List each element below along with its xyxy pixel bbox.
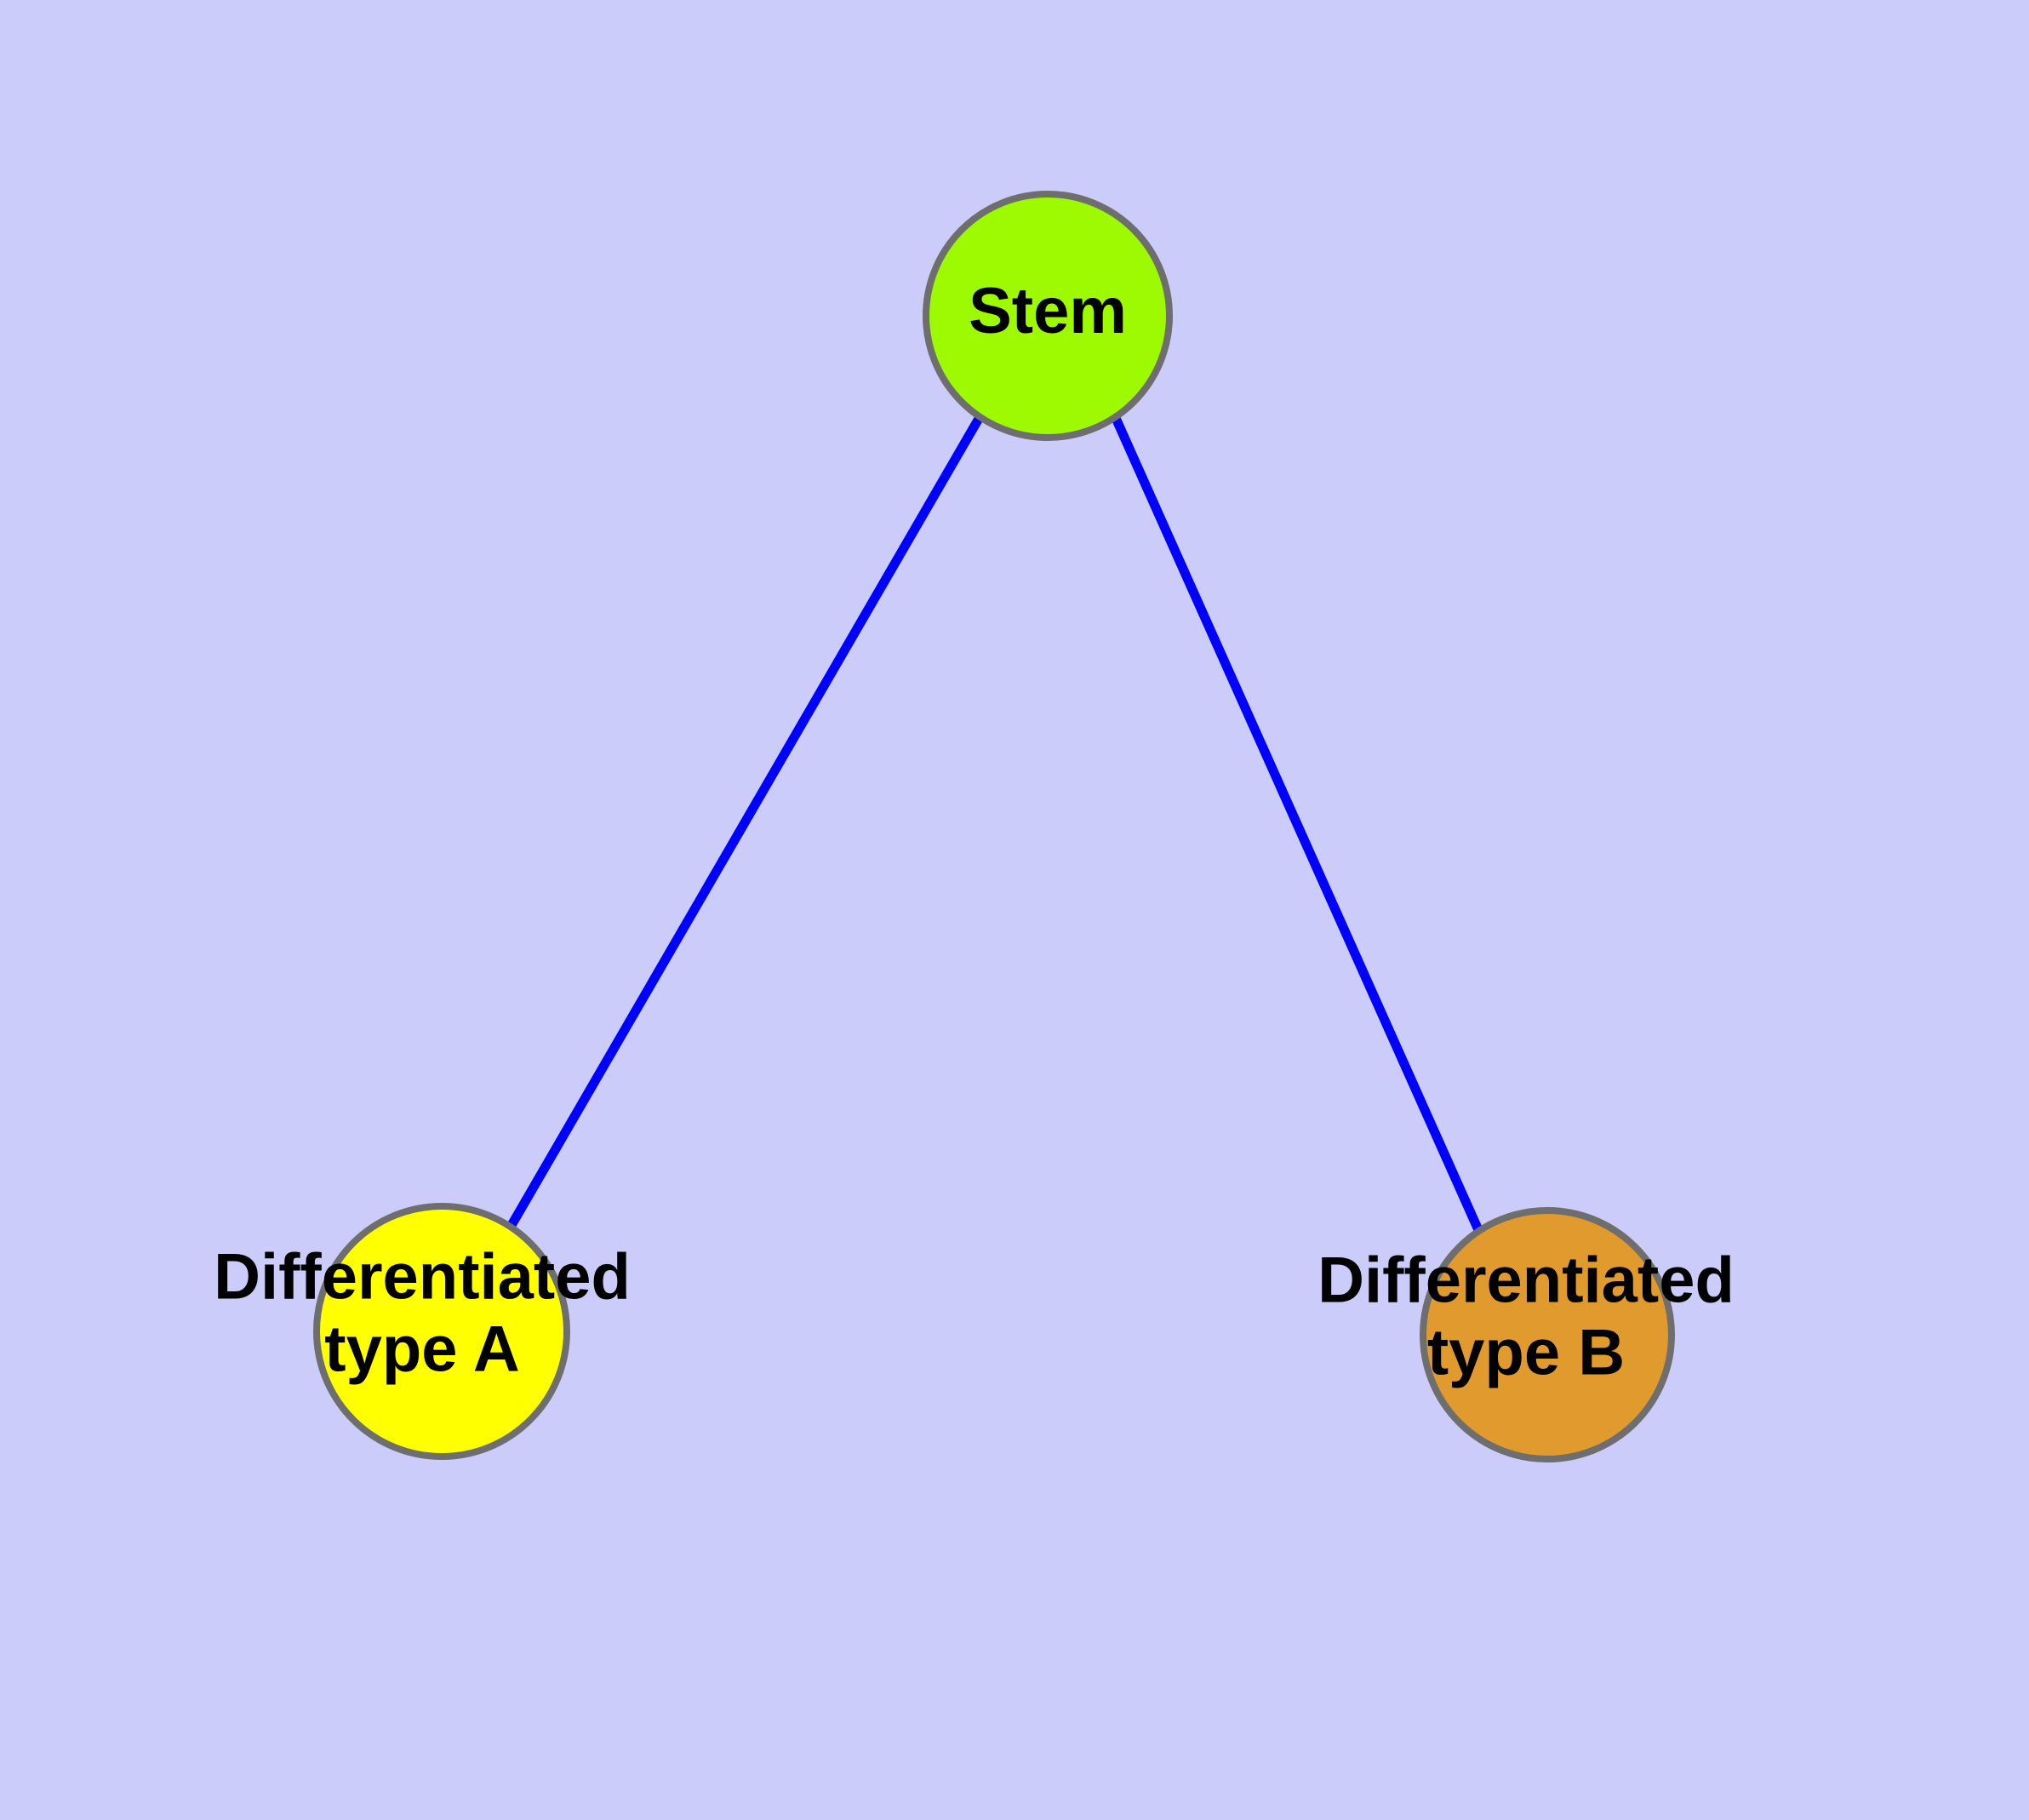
edge-stem-to-diff-b[interactable] [1110, 414, 1484, 1234]
node-label-line-diff_a-1: type A [324, 1313, 519, 1386]
node-label-line-diff_a-0: Differentiated [214, 1241, 631, 1313]
edges-layer [506, 414, 1484, 1234]
edge-stem-to-diff-a[interactable] [506, 415, 984, 1229]
node-circle-diff_a[interactable] [313, 1203, 570, 1460]
node-label-line-diff_b-1: type B [1427, 1317, 1625, 1389]
node-label-line-stem-0: Stem [969, 275, 1127, 347]
node-circle-stem[interactable] [923, 191, 1173, 441]
node-label-stem: Stem [969, 275, 1127, 347]
node-circle-diff_b[interactable] [1420, 1207, 1675, 1462]
node-stem[interactable]: Stem [923, 191, 1173, 441]
node-label-line-diff_b-0: Differentiated [1317, 1245, 1735, 1317]
